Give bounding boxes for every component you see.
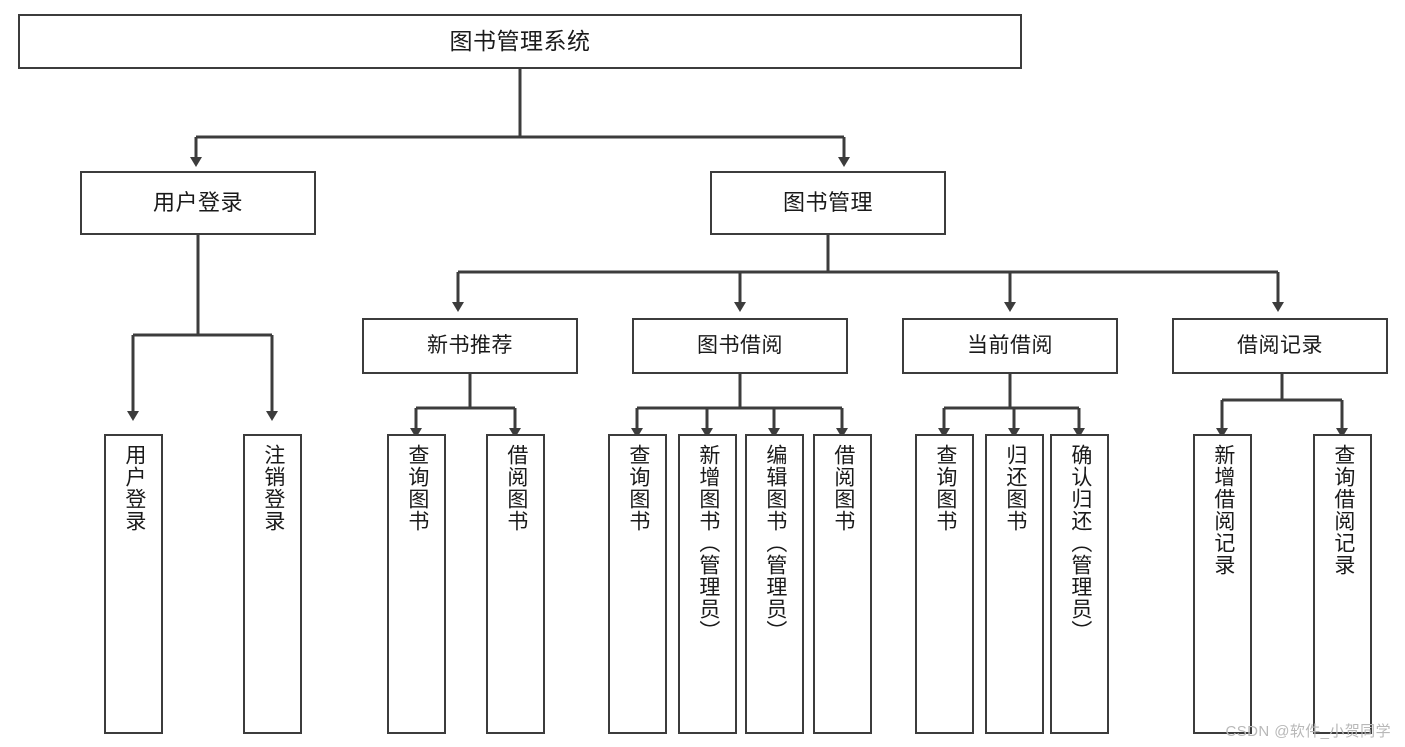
node-leaf-confirm-return-label: 确认归还（管理员） [1068, 444, 1092, 642]
node-leaf-user-login[interactable]: 用户登录 [104, 434, 163, 734]
node-current-borrow[interactable]: 当前借阅 [902, 318, 1118, 374]
node-leaf-add-record-label: 新增借阅记录 [1211, 444, 1235, 576]
node-leaf-return-book-label: 归还图书 [1003, 444, 1027, 532]
node-leaf-borrow-book-1-label: 借阅图书 [504, 444, 528, 532]
node-leaf-add-record[interactable]: 新增借阅记录 [1193, 434, 1252, 734]
node-leaf-user-logout-label: 注销登录 [261, 444, 285, 532]
node-root[interactable]: 图书管理系统 [18, 14, 1022, 69]
node-user-login[interactable]: 用户登录 [80, 171, 316, 235]
node-new-book-recommend-label: 新书推荐 [427, 333, 513, 357]
node-leaf-confirm-return[interactable]: 确认归还（管理员） [1050, 434, 1109, 734]
node-leaf-query-record[interactable]: 查询借阅记录 [1313, 434, 1372, 734]
node-root-label: 图书管理系统 [449, 28, 591, 55]
node-leaf-query-book-2-label: 查询图书 [626, 444, 650, 532]
node-leaf-query-book-1-label: 查询图书 [405, 444, 429, 532]
node-leaf-return-book[interactable]: 归还图书 [985, 434, 1044, 734]
node-borrow-record-label: 借阅记录 [1237, 333, 1323, 357]
node-borrow-record[interactable]: 借阅记录 [1172, 318, 1388, 374]
node-leaf-edit-book[interactable]: 编辑图书（管理员） [745, 434, 804, 734]
node-leaf-user-logout[interactable]: 注销登录 [243, 434, 302, 734]
node-leaf-borrow-book-2-label: 借阅图书 [831, 444, 855, 532]
node-leaf-add-book-label: 新增图书（管理员） [696, 444, 720, 642]
node-leaf-add-book[interactable]: 新增图书（管理员） [678, 434, 737, 734]
node-book-manage-label: 图书管理 [782, 190, 873, 216]
node-leaf-query-record-label: 查询借阅记录 [1331, 444, 1355, 576]
node-leaf-borrow-book-2[interactable]: 借阅图书 [813, 434, 872, 734]
node-leaf-query-book-2[interactable]: 查询图书 [608, 434, 667, 734]
node-leaf-query-book-3-label: 查询图书 [933, 444, 957, 532]
node-leaf-query-book-3[interactable]: 查询图书 [915, 434, 974, 734]
node-book-borrow[interactable]: 图书借阅 [632, 318, 848, 374]
node-new-book-recommend[interactable]: 新书推荐 [362, 318, 578, 374]
node-leaf-edit-book-label: 编辑图书（管理员） [763, 444, 787, 642]
node-leaf-user-login-label: 用户登录 [122, 444, 146, 532]
node-user-login-label: 用户登录 [152, 190, 243, 216]
node-leaf-query-book-1[interactable]: 查询图书 [387, 434, 446, 734]
node-current-borrow-label: 当前借阅 [967, 333, 1053, 357]
node-leaf-borrow-book-1[interactable]: 借阅图书 [486, 434, 545, 734]
node-book-manage[interactable]: 图书管理 [710, 171, 946, 235]
node-book-borrow-label: 图书借阅 [697, 333, 783, 357]
